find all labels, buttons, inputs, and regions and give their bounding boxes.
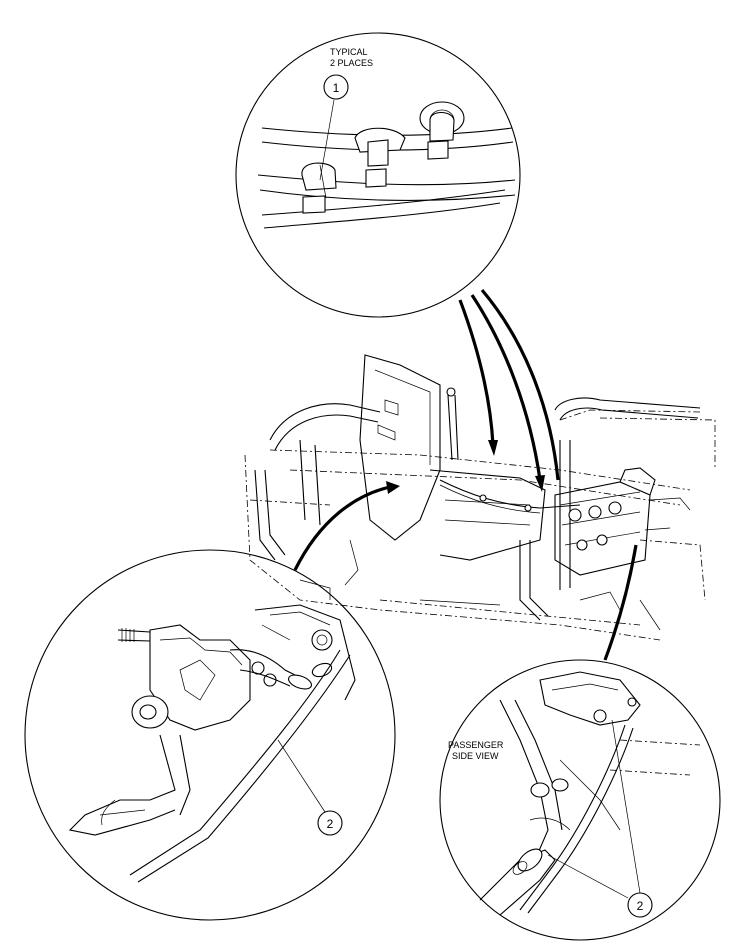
- balloon-2-right: [627, 892, 653, 918]
- leader-arrows: [293, 288, 638, 661]
- balloon-1-top: [323, 74, 349, 100]
- balloon-2-right-label: 2: [637, 899, 644, 913]
- engine-block: [554, 467, 691, 576]
- balloon-2-left: [317, 810, 343, 836]
- passenger-note-line2: SIDE VIEW: [452, 751, 499, 761]
- detail-circle-right: 2 PASSENGER SIDE VIEW: [439, 659, 721, 941]
- detail-circle-left: 2: [24, 549, 396, 921]
- typical-note-line1: TYPICAL: [330, 47, 368, 57]
- typical-note-line2: 2 PLACES: [330, 58, 373, 68]
- detail-circle-top: 1 TYPICAL 2 PLACES: [235, 32, 521, 318]
- vehicle-frame-assembly: [244, 354, 716, 641]
- balloon-1-label: 1: [333, 81, 340, 95]
- passenger-note-line1: PASSENGER: [448, 740, 504, 750]
- balloon-2-left-label: 2: [327, 817, 334, 831]
